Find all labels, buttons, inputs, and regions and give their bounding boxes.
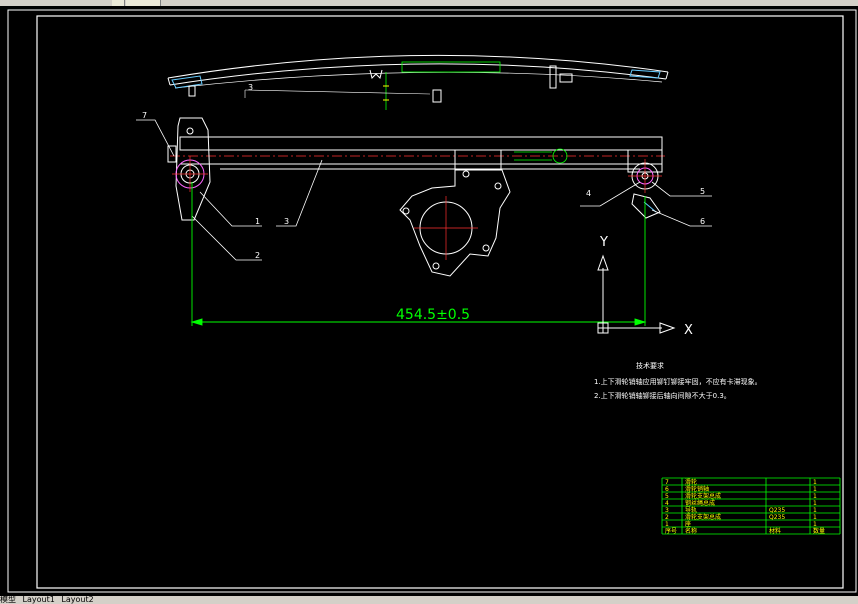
- tab-layout1[interactable]: Layout1: [22, 596, 55, 604]
- dimension-text: 454.5±0.5: [396, 307, 470, 323]
- bom-cell-qty: 1: [813, 521, 817, 528]
- bom-header-mat: 材料: [769, 527, 781, 535]
- bom-cell-qty: 1: [813, 493, 817, 500]
- layout-tabs: 模型 Layout1 Layout2: [0, 596, 858, 604]
- toolbar-button[interactable]: [112, 0, 125, 6]
- axis-x-label: X: [684, 323, 693, 338]
- bom-cell-no: 7: [665, 479, 669, 486]
- leader-lines: [136, 119, 712, 261]
- bom-cell-name: 滑轮: [685, 478, 697, 486]
- left-pulley-bracket: [167, 117, 211, 221]
- small-label: 3: [248, 83, 253, 92]
- title-strip: [0, 0, 858, 6]
- bom-cell-no: 1: [665, 521, 669, 528]
- bom-cell-qty: 1: [813, 514, 817, 521]
- balloon-7: 7: [142, 111, 147, 120]
- bom-cell-name: 滑轮支架总成: [685, 492, 721, 500]
- cad-canvas[interactable]: 3: [0, 6, 858, 596]
- top-channel: [167, 54, 669, 110]
- bom-cell-mat: Q235: [769, 514, 785, 521]
- bom-cell-name: 钢丝绳总成: [685, 499, 715, 507]
- bom-header-qty: 数量: [813, 527, 825, 535]
- balloon-2: 2: [255, 251, 260, 260]
- bom-cell-no: 6: [665, 486, 669, 493]
- bom-cell-name: 座: [685, 520, 691, 528]
- balloon-3: 3: [284, 217, 289, 226]
- center-drum-bracket: [399, 169, 511, 277]
- outer-frame: [7, 9, 857, 593]
- right-pulley-bracket: [627, 149, 663, 219]
- balloon-4: 4: [586, 189, 591, 198]
- bom-cell-name: 导轨: [685, 506, 697, 514]
- notes-line-2: 2.上下滑轮销轴铆接后轴向间隙不大于0.3。: [594, 391, 731, 400]
- balloon-1: 1: [255, 217, 260, 226]
- bom-cell-qty: 1: [813, 507, 817, 514]
- balloon-5: 5: [700, 187, 705, 196]
- bom-header-name: 名称: [685, 527, 697, 535]
- tab-layout2[interactable]: Layout2: [61, 596, 94, 604]
- bom-cell-name: 滑轮销轴: [685, 485, 709, 493]
- bom-cell-qty: 1: [813, 500, 817, 507]
- axis-y-label: Y: [599, 235, 608, 250]
- inner-frame: [36, 15, 844, 589]
- notes-line-1: 1.上下滑轮销轴应用铆钉铆接牢固，不应有卡滞现象。: [594, 377, 762, 386]
- bom-cell-no: 3: [665, 507, 669, 514]
- bom-cell-no: 4: [665, 500, 669, 507]
- bom-header-no: 序号: [665, 527, 677, 535]
- bom-cell-mat: Q235: [769, 507, 785, 514]
- guide-rail: [170, 136, 665, 171]
- ucs-icon: [597, 254, 676, 334]
- toolbar-button[interactable]: [126, 0, 161, 6]
- bom-cell-no: 2: [665, 514, 669, 521]
- bom-cell-name: 滑轮支架总成: [685, 513, 721, 521]
- bom-cell-qty: 1: [813, 486, 817, 493]
- tab-model[interactable]: 模型: [0, 596, 16, 604]
- notes-title: 技术要求: [636, 361, 664, 370]
- dimension-454: [190, 182, 647, 326]
- bom-cell-qty: 1: [813, 479, 817, 486]
- bom-cell-no: 5: [665, 493, 669, 500]
- balloon-6: 6: [700, 217, 705, 226]
